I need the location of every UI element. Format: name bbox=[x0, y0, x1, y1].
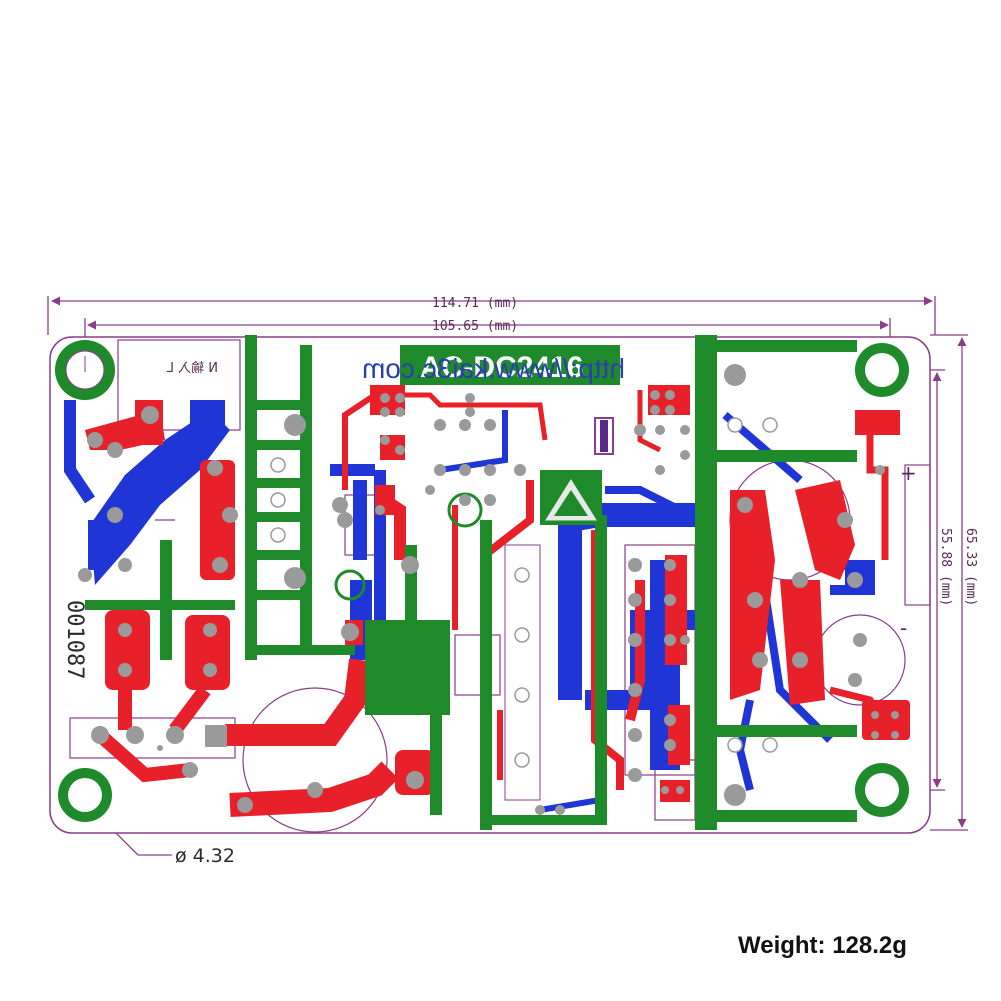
input-label: N 输入 L bbox=[166, 360, 218, 376]
dim-inner-width: 105.65 (mm) bbox=[432, 319, 518, 334]
mounting-hole-bottom-left bbox=[58, 768, 112, 822]
hole-diameter-label: ø 4.32 bbox=[175, 845, 235, 867]
component-pads bbox=[78, 364, 899, 815]
weight-label: Weight: 128.2g bbox=[738, 932, 907, 959]
dim-inner-height: 55.88 (mm) bbox=[938, 528, 953, 606]
model-label-bg bbox=[415, 345, 613, 385]
mounting-hole-top-left bbox=[55, 340, 115, 400]
dim-outer-width: 114.71 (mm) bbox=[432, 296, 518, 311]
mounting-hole-bottom-right bbox=[855, 763, 909, 817]
mounting-holes bbox=[55, 340, 909, 822]
dimension-lines bbox=[47, 296, 968, 856]
output-plus-label: + bbox=[900, 461, 917, 485]
board-model-label: AC-DC2416 bbox=[420, 351, 583, 384]
board-url: http://www.kai3c.com bbox=[362, 353, 625, 384]
output-minus-label: - bbox=[900, 616, 907, 640]
top-copper bbox=[85, 385, 910, 817]
part-code-label: 001087 bbox=[62, 600, 87, 679]
mounting-hole-top-right bbox=[855, 343, 909, 397]
dim-outer-height: 65.33 (mm) bbox=[963, 528, 978, 606]
esd-warning-icon bbox=[545, 479, 597, 521]
